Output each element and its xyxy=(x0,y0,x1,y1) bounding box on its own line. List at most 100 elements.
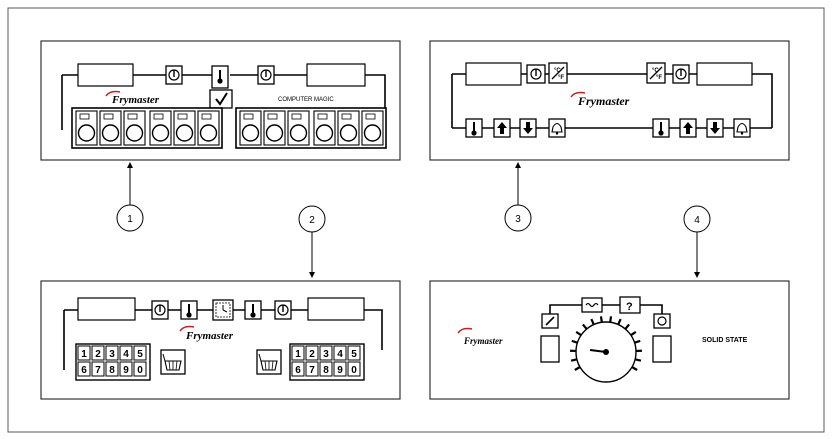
keypad-key-5[interactable]: 5 xyxy=(133,345,147,361)
callout-3: 3 xyxy=(504,162,532,232)
panel-4-help-button[interactable]: ? xyxy=(619,296,641,314)
product-button-6[interactable] xyxy=(197,110,220,146)
product-button-3[interactable] xyxy=(287,110,310,146)
dial-tick xyxy=(582,323,588,330)
keypad-key-6[interactable]: 6 xyxy=(77,361,91,377)
product-led-icon xyxy=(177,113,188,120)
panel-2-display-left xyxy=(77,297,136,321)
product-knob-icon xyxy=(339,124,358,142)
heating-element-icon xyxy=(585,302,599,308)
keypad-key-9[interactable]: 9 xyxy=(119,361,133,377)
panel-3-display-right xyxy=(696,62,753,86)
callout-4: 4 xyxy=(683,205,711,278)
product-button-3[interactable] xyxy=(123,110,146,146)
panel-1-display-right xyxy=(306,63,366,87)
keypad-key-label: 0 xyxy=(351,365,357,376)
dial-tick xyxy=(609,316,613,323)
keypad-key-label: 2 xyxy=(309,349,315,360)
panel-1-brand-text: Frymaster xyxy=(111,94,160,106)
product-button-6[interactable] xyxy=(361,110,384,146)
keypad-key-label: 3 xyxy=(109,349,115,360)
product-knob-icon xyxy=(151,124,170,142)
panel-1-power-button-left[interactable] xyxy=(165,65,183,85)
panel-1-check-button[interactable] xyxy=(209,89,233,109)
product-button-1[interactable] xyxy=(75,110,98,146)
product-button-5[interactable] xyxy=(173,110,196,146)
keypad-key-7[interactable]: 7 xyxy=(305,361,319,377)
product-led-icon xyxy=(291,113,302,120)
dial-tick xyxy=(570,358,578,362)
keypad-key-label: 8 xyxy=(109,365,115,376)
brand-swoosh-icon xyxy=(570,91,586,98)
panel-1-power-button-right[interactable] xyxy=(257,65,275,85)
panel-3-down-button-right[interactable] xyxy=(706,118,724,138)
keypad-key-5[interactable]: 5 xyxy=(347,345,361,361)
dial-tick xyxy=(571,339,578,344)
product-button-2[interactable] xyxy=(99,110,122,146)
keypad-key-4[interactable]: 4 xyxy=(119,345,133,361)
product-button-2[interactable] xyxy=(263,110,286,146)
panel-4-temperature-dial[interactable] xyxy=(569,316,643,383)
keypad-key-8[interactable]: 8 xyxy=(319,361,333,377)
keypad-key-4[interactable]: 4 xyxy=(333,345,347,361)
keypad-key-label: 7 xyxy=(309,365,315,376)
panel-1-product-bank-right xyxy=(235,107,387,149)
keypad-key-6[interactable]: 6 xyxy=(291,361,305,377)
product-knob-icon xyxy=(289,124,308,142)
panel-3-power-button-left[interactable] xyxy=(526,64,546,84)
product-led-icon xyxy=(243,113,254,120)
panel-3-up-button-right[interactable] xyxy=(679,118,697,138)
panel-3-temp-button-right[interactable] xyxy=(652,118,670,138)
panel-3-temp-scale-button-left[interactable] xyxy=(548,62,568,84)
panel-4-fan-indicator xyxy=(653,313,671,329)
panel-3-brand-logo: Frymaster xyxy=(570,91,630,108)
panel-2-power-button-left[interactable] xyxy=(151,300,169,320)
panel-4-brand-logo: Frymaster xyxy=(457,327,503,346)
panel-3-power-button-right[interactable] xyxy=(672,64,690,84)
keypad-key-label: 5 xyxy=(351,349,357,360)
product-knob-icon xyxy=(265,124,284,142)
panel-2-basket-button-right[interactable] xyxy=(256,349,282,375)
keypad-key-1[interactable]: 1 xyxy=(77,345,91,361)
panel-3-up-button-left[interactable] xyxy=(493,118,511,138)
dial-tick xyxy=(617,318,622,326)
panel-3-alarm-button-left[interactable] xyxy=(548,118,566,138)
panel-2-temperature-button-left[interactable] xyxy=(180,300,198,320)
keypad-key-7[interactable]: 7 xyxy=(91,361,105,377)
dial-tick xyxy=(624,323,630,330)
product-led-icon xyxy=(79,113,90,120)
panel-2-basket-button-left[interactable] xyxy=(160,349,186,375)
keypad-key-8[interactable]: 8 xyxy=(105,361,119,377)
panel-3-temp-scale-button-right[interactable] xyxy=(646,62,666,84)
keypad-key-3[interactable]: 3 xyxy=(105,345,119,361)
panel-3-down-button-left[interactable] xyxy=(519,118,537,138)
panel-3-alarm-button-right[interactable] xyxy=(733,118,751,138)
keypad-key-2[interactable]: 2 xyxy=(305,345,319,361)
keypad-key-0[interactable]: 0 xyxy=(347,361,361,377)
keypad-key-9[interactable]: 9 xyxy=(333,361,347,377)
panel-2-clock-button[interactable] xyxy=(212,299,234,321)
product-button-4[interactable] xyxy=(313,110,336,146)
panel-1-model-label: COMPUTER MAGIC xyxy=(278,97,334,103)
panel-2-power-button-right[interactable] xyxy=(274,300,292,320)
panel-4-switch-left[interactable] xyxy=(540,335,560,363)
keypad-key-1[interactable]: 1 xyxy=(291,345,305,361)
product-button-1[interactable] xyxy=(239,110,262,146)
product-led-icon xyxy=(153,113,164,120)
panel-2-temperature-button-right[interactable] xyxy=(244,300,262,320)
product-button-4[interactable] xyxy=(149,110,172,146)
panel-4-switch-right[interactable] xyxy=(652,335,672,363)
product-knob-icon xyxy=(241,124,260,142)
brand-swoosh-icon xyxy=(457,327,473,334)
melt-cycle-icon xyxy=(545,316,555,326)
panel-1-temperature-button[interactable] xyxy=(211,65,229,89)
keypad-key-3[interactable]: 3 xyxy=(319,345,333,361)
product-button-5[interactable] xyxy=(337,110,360,146)
panel-3-temp-button-left[interactable] xyxy=(465,118,483,138)
product-knob-icon xyxy=(175,124,194,142)
keypad-key-0[interactable]: 0 xyxy=(133,361,147,377)
keypad-key-2[interactable]: 2 xyxy=(91,345,105,361)
outer-frame xyxy=(7,7,825,433)
